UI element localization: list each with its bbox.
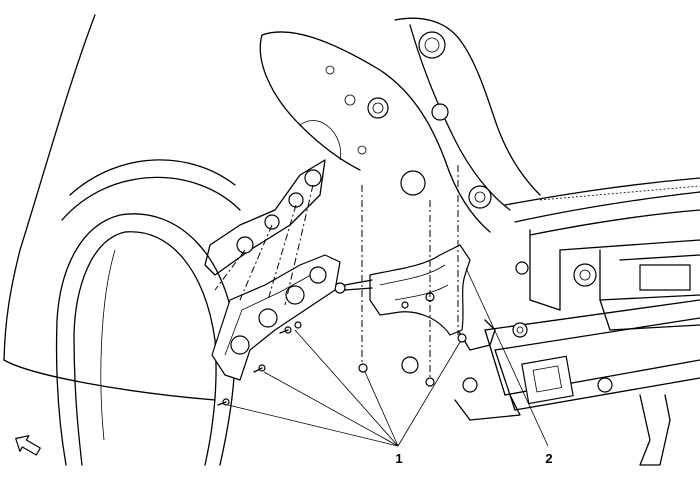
bolt-icon xyxy=(253,364,266,373)
rear-quarter-inner-panel xyxy=(259,17,541,233)
vehicle-body-side xyxy=(3,14,241,466)
bumper-fascia-bracket-side xyxy=(211,254,341,381)
bolt-icon xyxy=(279,326,292,334)
front-direction-arrow-icon xyxy=(15,435,41,456)
bolt-icon xyxy=(217,398,230,406)
clip-icon xyxy=(425,377,435,387)
alignment-lines xyxy=(214,165,459,380)
clip-icon xyxy=(457,333,467,343)
bumper-fascia-bracket-upper xyxy=(334,244,471,336)
bumper-energy-absorber xyxy=(454,299,700,466)
clip-icon xyxy=(358,363,368,373)
bolt-icon xyxy=(294,321,302,329)
fasteners xyxy=(217,321,467,406)
callout-1: 1 xyxy=(395,451,402,466)
rear-body-panel xyxy=(504,177,700,331)
callout-2: 2 xyxy=(545,451,552,466)
callout-leaders xyxy=(227,267,549,447)
grommet-icon xyxy=(401,356,419,374)
